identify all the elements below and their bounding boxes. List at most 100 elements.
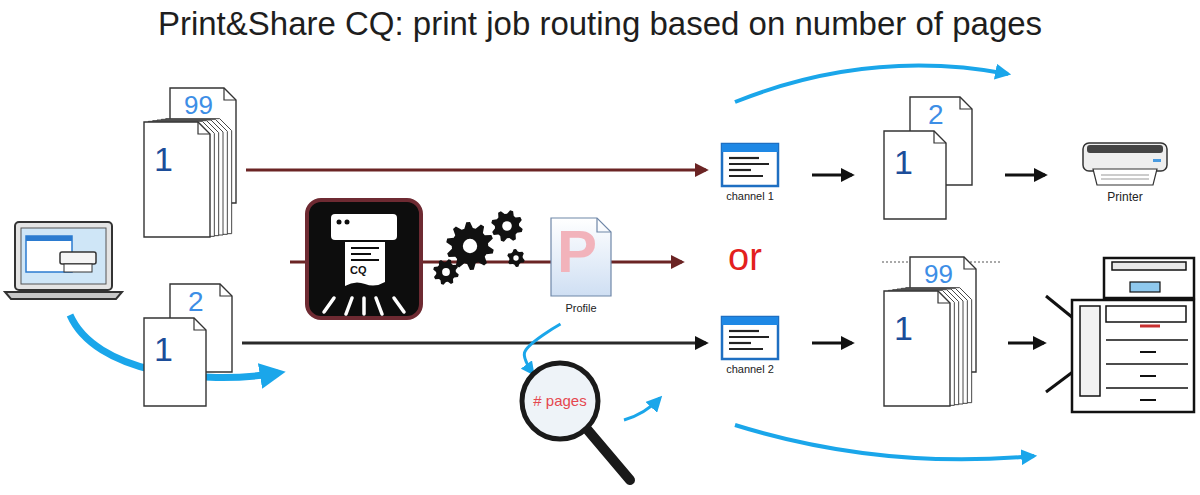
page-stack-outline-part-part (198, 122, 210, 134)
node-label: channel 1 (726, 191, 774, 202)
channel-icon-outline-part-part (729, 175, 763, 177)
profile-document: P Profile (540, 216, 622, 322)
multifunction-printer-part (1112, 262, 1186, 270)
connector-arrow (246, 169, 706, 172)
page-stack: 21 (880, 95, 976, 223)
node-text: 99 (184, 92, 213, 118)
channel-icon-outline-part-part (722, 144, 778, 186)
app-icon-outline-part-part (394, 298, 404, 312)
channel-icon-outline-part-part (722, 144, 778, 152)
channel-icon: channel 2 (712, 313, 788, 379)
flow-curve (735, 66, 1008, 102)
multifunction-printer-part (1080, 306, 1100, 396)
node-text: 1 (894, 145, 913, 179)
flow-curve (624, 398, 660, 420)
app-icon-outline-part-part (362, 298, 366, 314)
app-icon-outline-part-part (351, 247, 379, 249)
profile-document-outline-part-part (597, 218, 611, 232)
gears-icon-part (507, 249, 524, 267)
app-icon-outline-part (307, 200, 421, 318)
app-icon-outline-part-part (331, 214, 397, 240)
app-icon-outline-part-part (337, 220, 342, 225)
laptop-icon-part (60, 252, 96, 264)
choice-label: or (728, 238, 762, 276)
page-stack-outline-part-part (884, 131, 946, 219)
channel-icon-outline-part-part (729, 157, 759, 159)
node-text: 99 (924, 261, 953, 287)
channel-icon-outline-part-part (729, 163, 769, 165)
magnifier-lens-outline-part-part (522, 363, 598, 439)
laptop-icon-part (64, 264, 92, 272)
laptop-icon (5, 222, 122, 299)
app-icon-outline (305, 198, 423, 320)
printer-icon-outline-part-part (1083, 143, 1167, 171)
multifunction-printer-part (1106, 363, 1188, 365)
gears-icon-part (433, 259, 459, 285)
multifunction-printer-part (1104, 258, 1194, 298)
multifunction-printer (1046, 258, 1194, 412)
gears-icon-part (463, 239, 477, 253)
app-icon-outline-part-part (346, 298, 352, 314)
gears-icon-part (446, 222, 493, 270)
page-stack-outline-part-part (194, 318, 206, 330)
channel-icon-outline-part-part (729, 342, 751, 344)
gears-icon-part (442, 268, 450, 276)
gears-icon (433, 210, 524, 284)
app-icon-outline-part-part (351, 253, 371, 255)
multifunction-printer-part (1106, 306, 1186, 322)
page-stack: 991 (140, 86, 240, 241)
flow-curve (735, 425, 1034, 459)
channel-icon-outline-part-part (729, 330, 759, 332)
multifunction-printer-part (1140, 375, 1156, 377)
page-stack: 21 (140, 282, 236, 410)
flow-arrow (1008, 342, 1044, 345)
node-label: channel 2 (726, 364, 774, 375)
page-stack-outline-part-part (884, 291, 950, 406)
multifunction-printer-part (1130, 282, 1160, 292)
connector-arrow (242, 342, 706, 345)
page-stack-outline-part-part (938, 291, 950, 303)
multifunction-printer-part (1140, 399, 1156, 401)
page-stack: 991 (880, 255, 980, 410)
page-stack-outline-part (884, 257, 976, 406)
page-stack-outline-part-part (224, 88, 236, 100)
node-label: # pages (533, 393, 586, 408)
channel-icon-outline-part (722, 144, 778, 186)
channel-icon-outline-part-part (722, 317, 778, 359)
laptop-icon-part (21, 228, 106, 284)
node-text: 2 (188, 288, 204, 316)
app-icon-outline-part-part (351, 259, 379, 261)
page-stack-outline-part-part (220, 284, 232, 296)
multifunction-printer-part (1072, 300, 1194, 412)
gears-icon-part (491, 210, 522, 241)
app-icon-outline-part-part (376, 298, 382, 314)
page-stack-outline-part-part (934, 131, 946, 143)
channel-icon: channel 1 (712, 140, 788, 206)
page-stack-outline-part (884, 97, 972, 219)
laptop-icon-part (15, 222, 112, 290)
printer-icon-outline-part-part (1093, 169, 1157, 185)
page-stack-outline-part (144, 284, 232, 406)
channel-icon-outline-part-part (729, 169, 751, 171)
printer-icon-outline-part-part (1153, 159, 1161, 162)
magnifier-lens-outline-part (522, 363, 598, 439)
connector-arrow (812, 174, 852, 177)
channel-icon-outline-part-part (729, 348, 763, 350)
diagram-title: Print&Share CQ: print job routing based … (0, 6, 1200, 42)
page-stack-outline-part-part (144, 318, 206, 406)
node-text: 2 (928, 101, 944, 129)
page-stack-outline-part-part (960, 97, 972, 109)
app-icon-outline-part-part (345, 242, 385, 286)
node-text: P (557, 222, 597, 282)
connector-arrow (812, 342, 852, 345)
magnifier-handle (586, 428, 630, 480)
printer-icon-outline-part-part (1101, 179, 1149, 180)
app-icon-outline-part-part (307, 200, 421, 318)
app-icon-outline-part-part (324, 298, 334, 312)
node-text: CQ (350, 265, 367, 276)
node-label: Profile (565, 303, 596, 314)
printer-icon: Printer (1075, 135, 1175, 207)
connector-arrow (1005, 174, 1045, 177)
gears-icon-part (502, 221, 512, 231)
